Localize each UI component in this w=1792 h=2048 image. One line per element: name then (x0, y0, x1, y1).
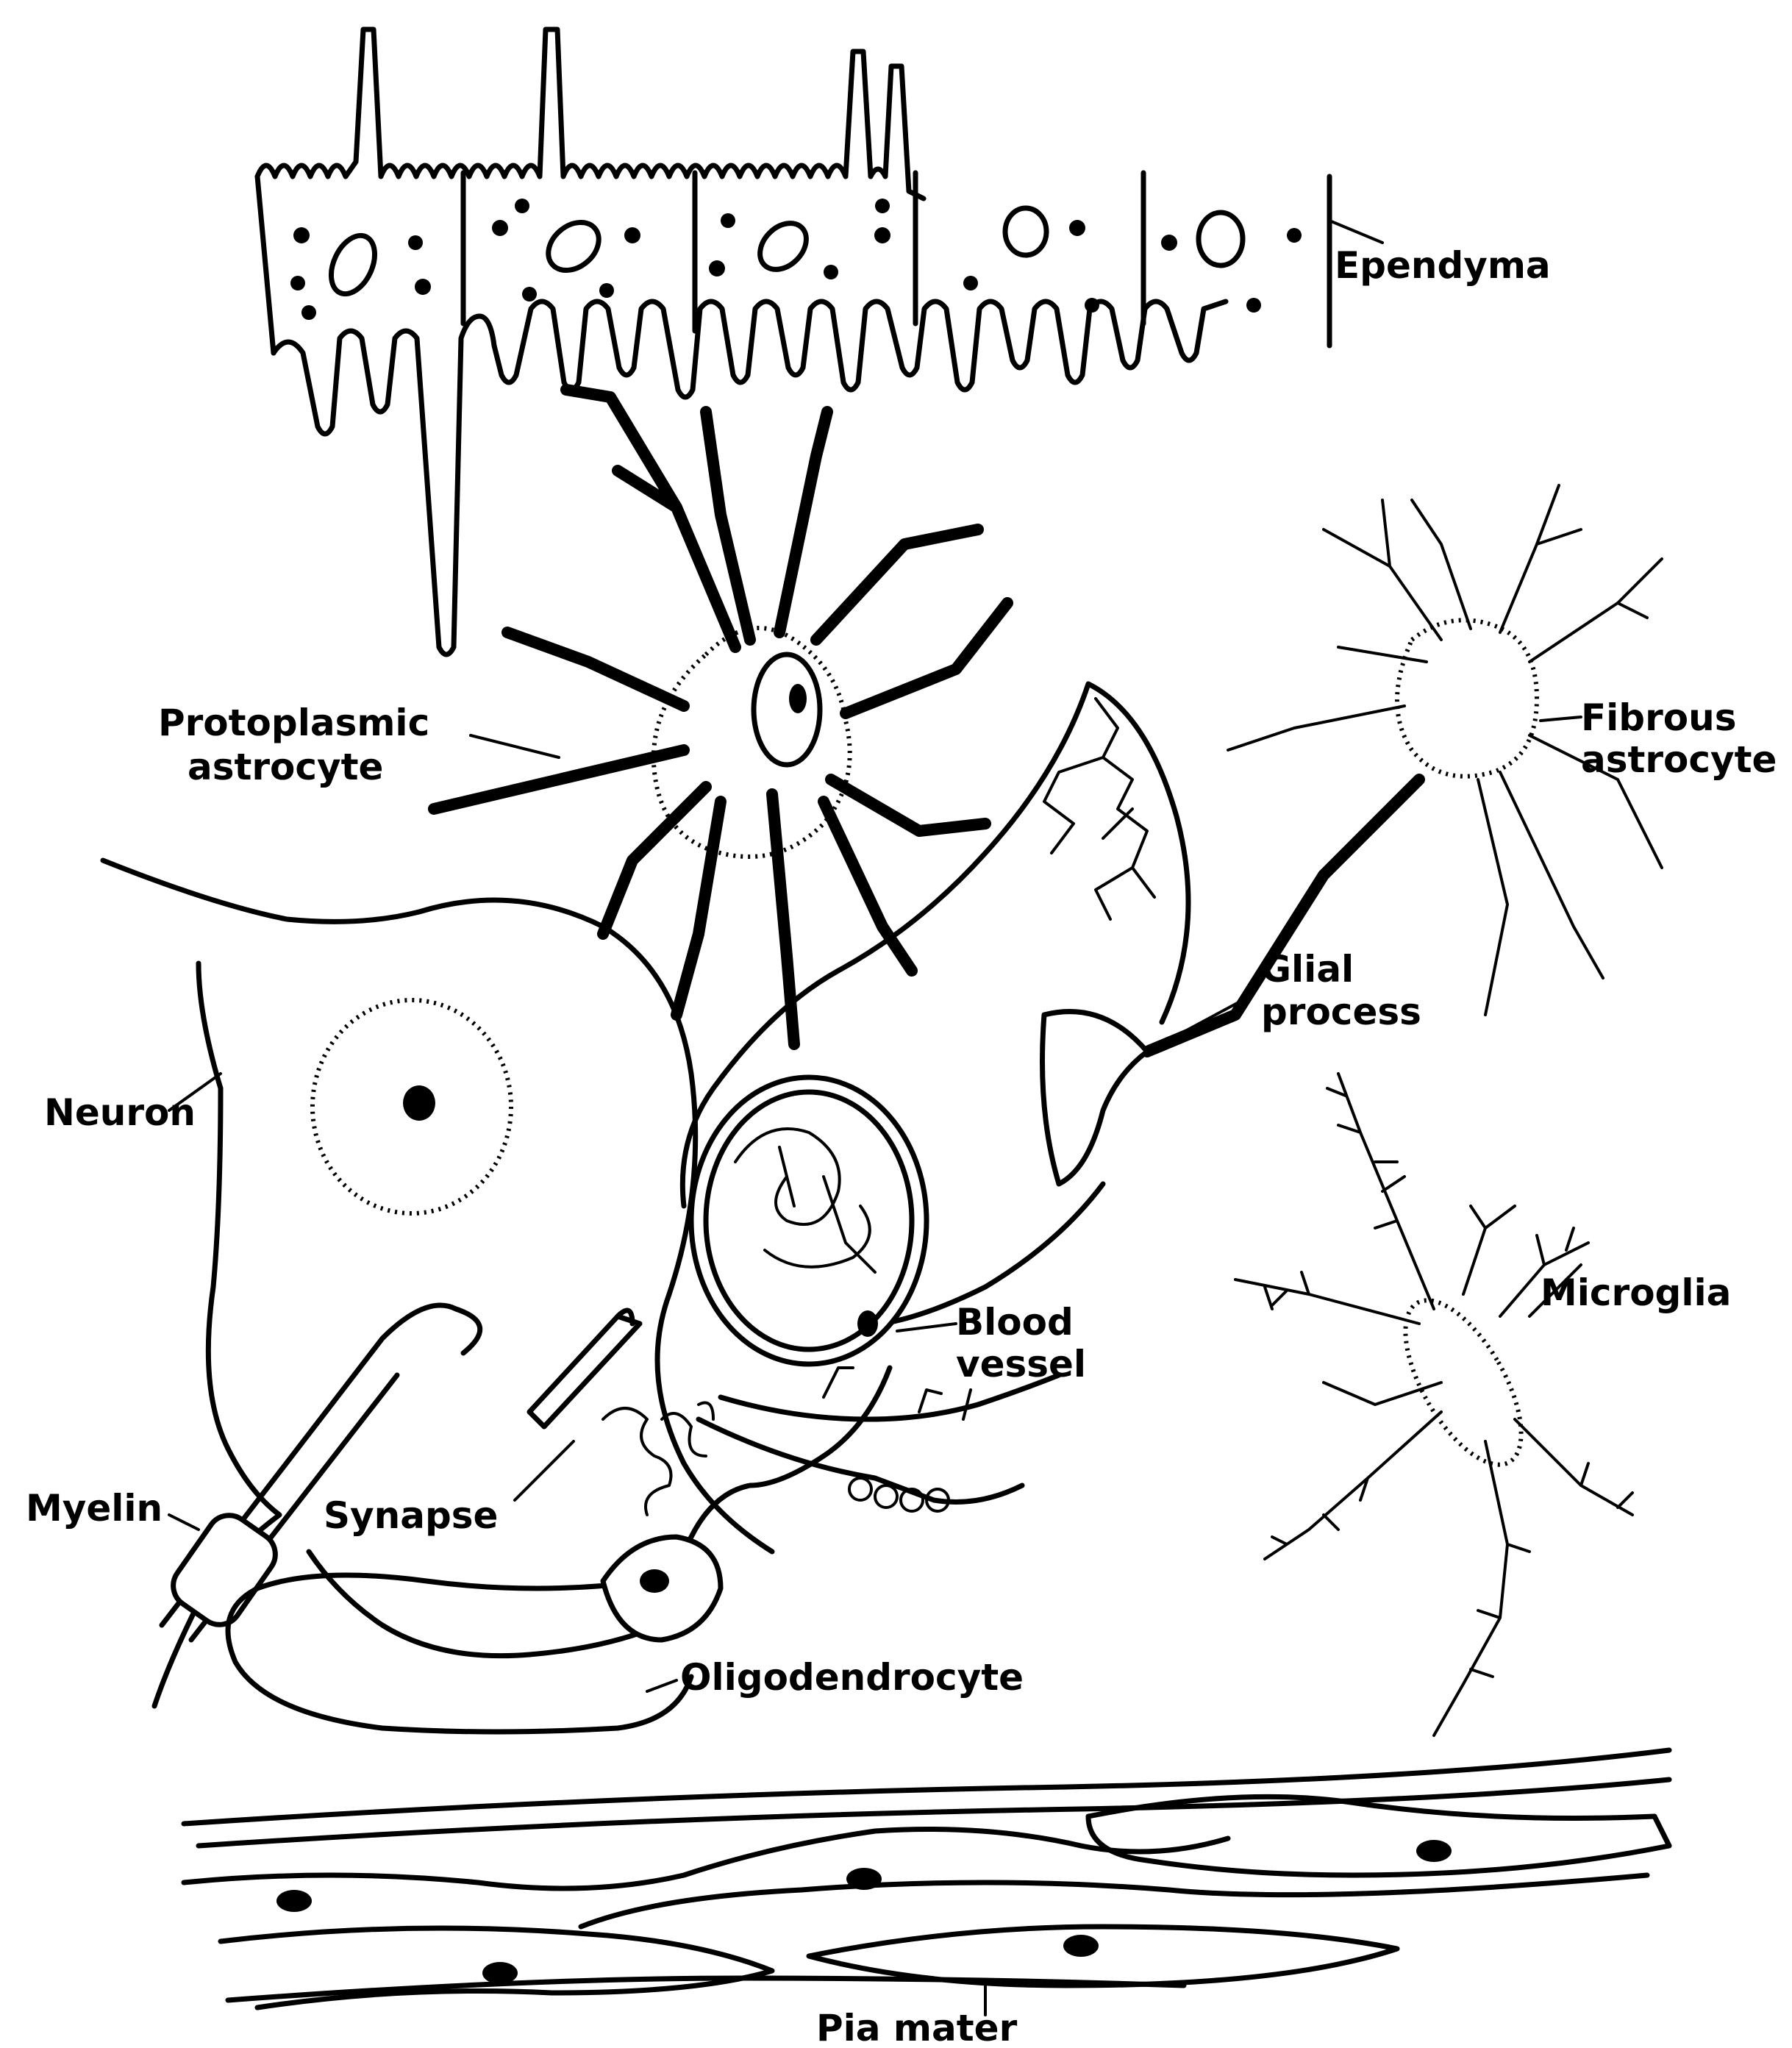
fibrous-process (1500, 485, 1559, 632)
ependyma-left-edge (257, 176, 274, 353)
glial-end-foot (1043, 1012, 1148, 1184)
label-synapse: Synapse (324, 1494, 498, 1537)
astrocyte-process (779, 412, 827, 632)
pia-nuclei (276, 1840, 1452, 1984)
astrocyte-process (566, 390, 677, 507)
fibrous-process (1529, 559, 1662, 662)
nucleus (751, 214, 815, 279)
label-protoplasmic-astrocyte-2: astrocyte (188, 746, 383, 788)
label-microglia: Microglia (1541, 1271, 1731, 1314)
label-neuron: Neuron (44, 1091, 196, 1134)
pia-mater (184, 1750, 1669, 2015)
glial-process (1043, 779, 1420, 1184)
fibrous-process (1324, 529, 1441, 640)
astrocyte-process (846, 603, 1007, 713)
fibrous-process (1500, 772, 1603, 978)
fibrous-leader-line (1541, 717, 1581, 721)
microglia (1235, 1074, 1632, 1735)
label-blood-vessel-2: vessel (956, 1343, 1086, 1385)
glial-leader-line (1147, 1000, 1243, 1052)
label-blood-vessel-1: Blood (956, 1301, 1074, 1344)
label-glial-process-2: process (1261, 991, 1421, 1033)
oligodendrocyte-nucleus (640, 1569, 669, 1593)
ependyma-basal-border (274, 302, 1226, 654)
label-pia-mater: Pia mater (816, 2007, 1018, 2048)
fibrous-process (1537, 529, 1581, 544)
astrocyte-process (603, 787, 706, 934)
label-oligodendrocyte: Oligodendrocyte (680, 1656, 1024, 1699)
microglia-body (1382, 1282, 1544, 1483)
astrocyte-process (507, 632, 684, 706)
astrocyte-process (824, 802, 912, 971)
protoplasmic-astrocyte-body (654, 628, 850, 857)
nucleus (323, 229, 384, 301)
oligodendrocyte-leader-line (647, 1680, 677, 1691)
synapse-terminal (529, 1316, 640, 1427)
vessel-lumen (691, 1077, 927, 1364)
ependyma-leader-line (1329, 221, 1382, 243)
ependyma-nuclei (323, 208, 1243, 301)
blood-vessel-leader-line (897, 1324, 956, 1331)
neuron-nucleolus (403, 1085, 435, 1121)
nucleus (1199, 213, 1243, 265)
fibrous-process (1382, 500, 1390, 566)
label-protoplasmic-astrocyte-1: Protoplasmic (158, 702, 429, 744)
astrocyte-process (816, 529, 978, 640)
pia-line (581, 1875, 1647, 1927)
ependyma-layer (257, 29, 1382, 654)
label-ependyma: Ependyma (1335, 244, 1551, 287)
protoplasmic-leader-line (471, 735, 559, 757)
label-glial-process-1: Glial (1261, 948, 1354, 991)
fibrous-process (1228, 706, 1404, 750)
neuron-dendrite (199, 963, 221, 1088)
nucleus (539, 213, 608, 280)
fibrous-process (1618, 603, 1647, 618)
fibrous-astrocyte-body (1397, 620, 1537, 776)
label-fibrous-astrocyte-2: astrocyte (1581, 738, 1777, 781)
astrocyte-process (831, 779, 985, 831)
myelin-leader-line (169, 1515, 199, 1530)
label-fibrous-astrocyte-1: Fibrous (1581, 696, 1736, 739)
nucleus (1005, 208, 1046, 255)
fibrous-process (1478, 779, 1507, 1015)
synapse-leader-line (515, 1441, 574, 1500)
label-myelin: Myelin (26, 1487, 163, 1530)
protoplasmic-astrocyte (434, 390, 1007, 1044)
ependyma-apical-border (257, 29, 924, 199)
